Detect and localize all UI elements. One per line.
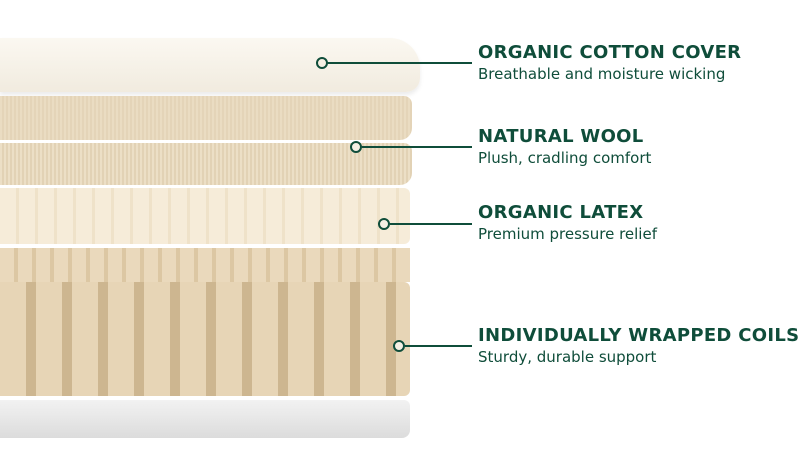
callout-line-cover bbox=[326, 62, 472, 64]
callout-dot-coils bbox=[393, 340, 405, 352]
label-organic-latex: ORGANIC LATEX Premium pressure relief bbox=[478, 202, 657, 243]
callout-dot-cover bbox=[316, 57, 328, 69]
layer-title: ORGANIC LATEX bbox=[478, 202, 644, 223]
callout-line-latex bbox=[390, 223, 472, 225]
callout-line-wool bbox=[362, 146, 472, 148]
label-coils: INDIVIDUALLY WRAPPED COILS Sturdy, durab… bbox=[478, 325, 799, 366]
layer-title: INDIVIDUALLY WRAPPED COILS bbox=[478, 325, 800, 346]
callout-dot-wool bbox=[350, 141, 362, 153]
layer-description: Plush, cradling comfort bbox=[478, 149, 652, 167]
layer-description: Premium pressure relief bbox=[478, 225, 657, 243]
layer-title: NATURAL WOOL bbox=[478, 126, 644, 147]
wool-layer-top bbox=[0, 96, 412, 140]
callout-line-coils bbox=[405, 345, 472, 347]
callout-dot-latex bbox=[378, 218, 390, 230]
wool-layer-bottom bbox=[0, 143, 412, 185]
cotton-cover-layer bbox=[0, 38, 420, 92]
layer-title: ORGANIC COTTON COVER bbox=[478, 42, 742, 63]
label-cotton-cover: ORGANIC COTTON COVER Breathable and mois… bbox=[478, 42, 741, 83]
latex-layer bbox=[0, 188, 410, 244]
base-layer bbox=[0, 400, 410, 438]
coils-layer bbox=[0, 282, 410, 396]
label-natural-wool: NATURAL WOOL Plush, cradling comfort bbox=[478, 126, 651, 167]
layer-description: Breathable and moisture wicking bbox=[478, 65, 726, 83]
layer-description: Sturdy, durable support bbox=[478, 348, 657, 366]
coil-tops bbox=[0, 248, 410, 282]
